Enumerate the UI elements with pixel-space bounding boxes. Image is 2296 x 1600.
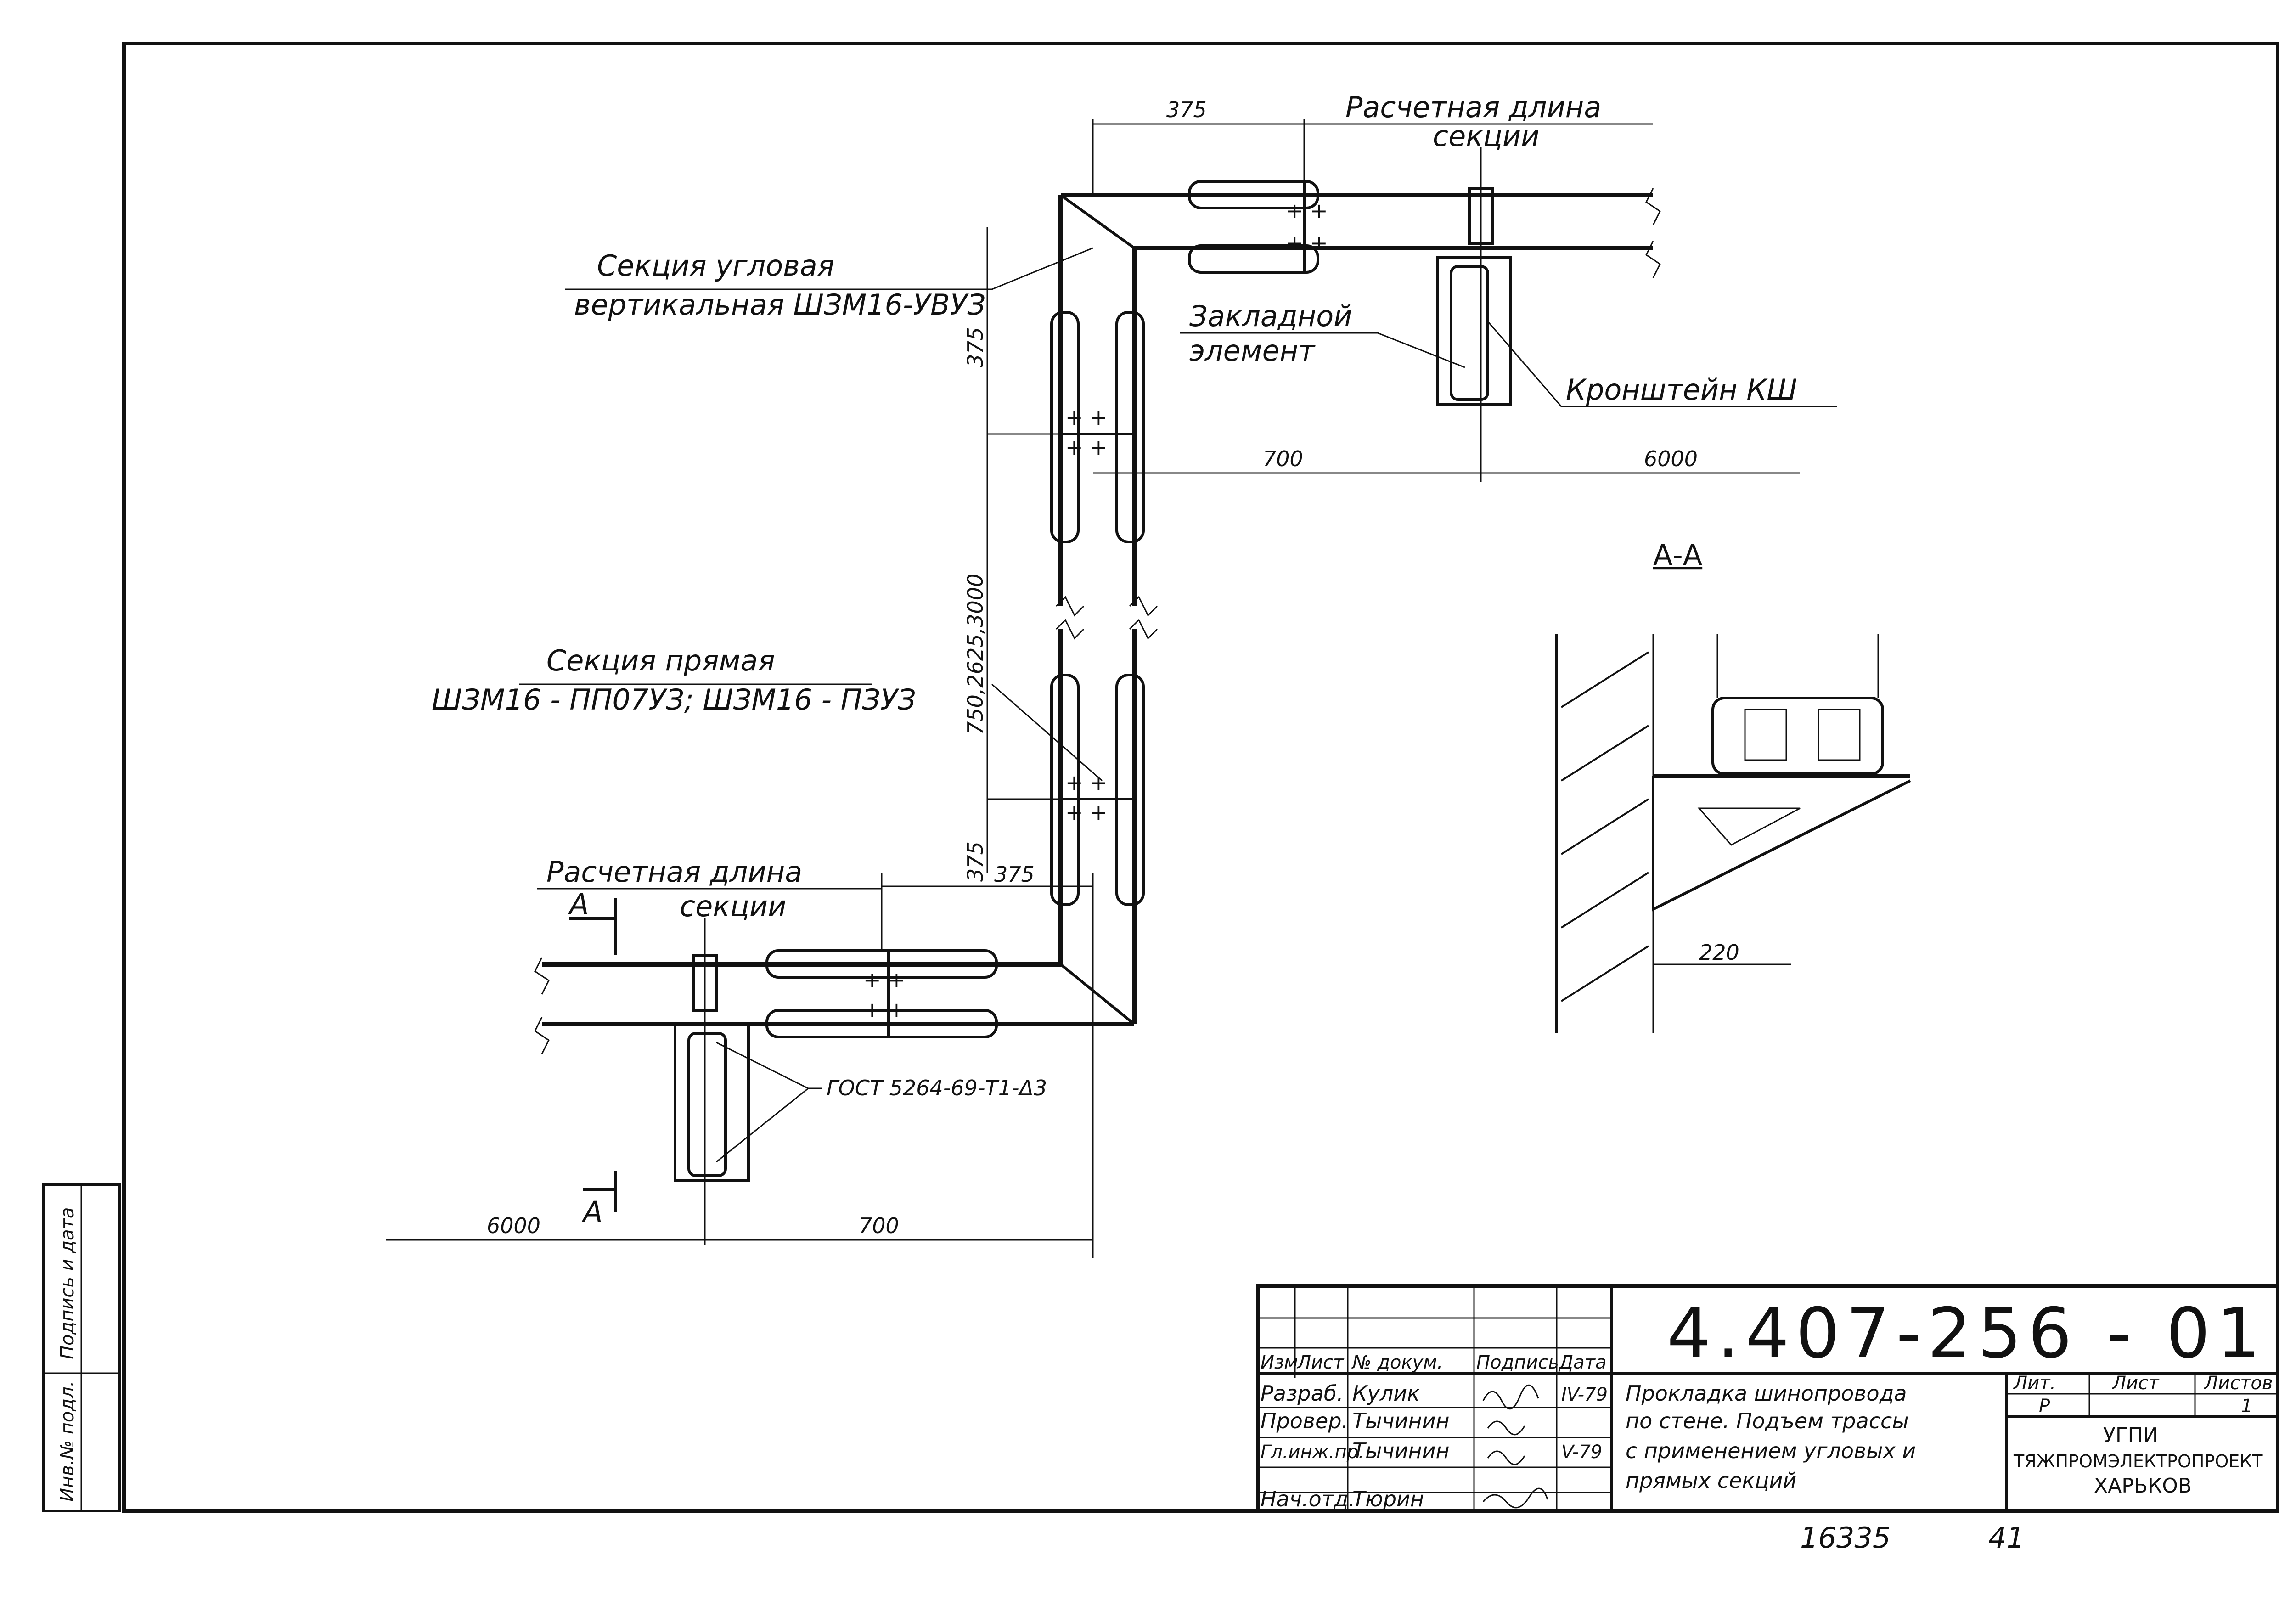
- row-name-0: Кулик: [1352, 1381, 1420, 1406]
- dim-top-375: 375: [1166, 97, 1207, 122]
- busduct-drawing: + + + + + + + + + + + + + + + +: [386, 119, 1837, 1258]
- header-izm: Изм: [1261, 1352, 1298, 1373]
- svg-text:+ +: + +: [1065, 405, 1108, 430]
- section-title: А-А: [1653, 538, 1702, 572]
- label-straight-section-2: ШЗМ16 - ПП07УЗ; ШЗМ16 - ПЗУЗ: [432, 683, 916, 716]
- signature-tychinin-1: [1487, 1420, 1525, 1436]
- label-gost: ГОСТ 5264-69-Т1-Δ3: [827, 1076, 1047, 1100]
- label-calc-length-bottom-1: Расчетная длина: [546, 855, 802, 889]
- label-calc-length-bottom-2: секции: [680, 890, 786, 923]
- row-role-1: Провер.: [1261, 1408, 1348, 1433]
- dim-mid-375: 375: [994, 862, 1035, 887]
- sheets-value: 1: [2241, 1396, 2252, 1417]
- dim-vert-375-bottom: 375: [963, 841, 988, 882]
- sheet-header: Лист: [2111, 1373, 2160, 1394]
- row-role-3: Нач.отд.: [1261, 1487, 1355, 1511]
- label-bracket: Кронштейн КШ: [1566, 373, 1797, 406]
- label-calc-length-top-1: Расчетная длина: [1345, 90, 1601, 124]
- signature-tychinin-2: [1487, 1450, 1525, 1465]
- dim-vert-375-top: 375: [963, 327, 988, 367]
- svg-text:+ +: + +: [1286, 231, 1328, 255]
- description-line-4: прямых секций: [1626, 1468, 1796, 1493]
- row-date-2: V-79: [1561, 1442, 1602, 1463]
- lit-value: Р: [2039, 1396, 2050, 1417]
- dim-section-220: 220: [1699, 940, 1739, 965]
- label-corner-section-2: вертикальная ШЗМ16-УВУЗ: [574, 288, 985, 321]
- row-name-2: Тычинин: [1352, 1438, 1450, 1463]
- title-block: 4.407-256 - 01 Изм Лист № докум. Подпись…: [1256, 1284, 2279, 1513]
- dim-bottom-6000: 6000: [487, 1213, 540, 1238]
- sheets-header: Листов: [2203, 1373, 2273, 1394]
- label-calc-length-top-2: секции: [1433, 119, 1539, 153]
- org-line-2: ТЯЖПРОМЭЛЕКТРОПРОЕКТ: [2013, 1451, 2263, 1471]
- cut-label-bottom: А: [581, 1195, 602, 1228]
- svg-text:+ +: + +: [1065, 770, 1108, 795]
- dimension-texts: 375 700 6000 375 750,2625,3000 375 375 6…: [487, 97, 1698, 1238]
- cut-label-top: А: [568, 887, 589, 921]
- description-line-1: Прокладка шинопровода: [1626, 1381, 1907, 1406]
- header-signature: Подпись: [1476, 1352, 1559, 1373]
- drawing-frame: [122, 42, 2279, 1513]
- org-line-1: УГПИ: [2103, 1424, 2158, 1447]
- header-date: Дата: [1558, 1352, 1607, 1373]
- drawing-labels: Расчетная длина секции Секция угловая ве…: [432, 90, 1797, 1228]
- dim-top-6000: 6000: [1644, 446, 1698, 471]
- header-list: Лист: [1296, 1352, 1345, 1373]
- svg-text:+ +: + +: [863, 968, 906, 992]
- org-line-3: ХАРЬКОВ: [2094, 1474, 2192, 1498]
- row-date-0: IV-79: [1561, 1384, 1608, 1405]
- page-number: 41: [1988, 1521, 2025, 1555]
- header-doc-no: № докум.: [1351, 1352, 1443, 1373]
- side-stamp-sign-date: Подпись и дата: [57, 1207, 78, 1359]
- svg-text:+ +: + +: [1065, 800, 1108, 825]
- description-line-2: по стене. Подъем трассы: [1626, 1408, 1909, 1433]
- svg-text:+ +: + +: [1065, 435, 1108, 460]
- side-stamp-inv: Инв.№ подл.: [57, 1381, 78, 1502]
- row-name-3: Тюрин: [1352, 1487, 1424, 1511]
- svg-text:+ +: + +: [863, 997, 906, 1022]
- row-role-2: Гл.инж.пр.: [1261, 1442, 1364, 1463]
- svg-text:+ +: + +: [1286, 198, 1328, 223]
- row-role-0: Разраб.: [1261, 1381, 1344, 1406]
- label-embedded-2: элемент: [1189, 334, 1316, 367]
- dim-bottom-700: 700: [859, 1213, 899, 1238]
- signature-tyurin: [1482, 1487, 1548, 1509]
- label-straight-section-1: Секция прямая: [546, 644, 775, 677]
- doc-number: 4.407-256 - 01: [1667, 1294, 2267, 1374]
- signature-kulik: [1482, 1384, 1539, 1410]
- label-corner-section-1: Секция угловая: [597, 249, 834, 282]
- description-line-3: с применением угловых и: [1626, 1438, 1916, 1463]
- row-name-1: Тычинин: [1352, 1408, 1450, 1433]
- lit-header: Лит.: [2013, 1373, 2056, 1394]
- dim-top-700: 700: [1263, 446, 1303, 471]
- section-a-a: А-А 220: [1555, 538, 1911, 1033]
- dim-vert-mid: 750,2625,3000: [963, 574, 988, 735]
- archive-number: 16335: [1800, 1521, 1891, 1555]
- side-stamp: Подпись и дата Инв.№ подл.: [42, 1183, 121, 1512]
- label-embedded-1: Закладной: [1189, 299, 1352, 333]
